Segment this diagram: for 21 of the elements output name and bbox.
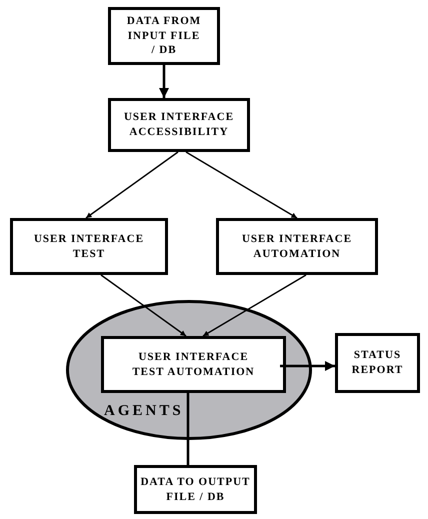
box-label: DATA TO OUTPUT FILE / DB bbox=[140, 474, 251, 504]
box-label: USER INTERFACE TEST AUTOMATION bbox=[131, 350, 256, 380]
box-label: USER INTERFACE AUTOMATION bbox=[240, 232, 354, 262]
arrow bbox=[280, 361, 335, 371]
box-label: DATA FROM INPUT FILE / DB bbox=[126, 14, 202, 58]
process-box bbox=[108, 7, 220, 65]
process-box bbox=[10, 218, 168, 275]
arrow bbox=[159, 65, 169, 98]
process-box bbox=[216, 218, 378, 275]
arrow bbox=[186, 151, 298, 219]
arrow bbox=[86, 151, 178, 219]
box-label: STATUS REPORT bbox=[350, 348, 404, 378]
box-label: USER INTERFACE TEST bbox=[32, 232, 146, 262]
box-label: USER INTERFACE ACCESSIBILITY bbox=[122, 110, 236, 140]
group-label: AGENTS bbox=[104, 402, 184, 421]
process-box bbox=[101, 336, 286, 393]
process-box bbox=[108, 98, 250, 152]
arrow bbox=[202, 274, 306, 337]
process-box bbox=[134, 465, 257, 514]
process-box bbox=[335, 333, 420, 393]
arrow bbox=[100, 274, 186, 337]
